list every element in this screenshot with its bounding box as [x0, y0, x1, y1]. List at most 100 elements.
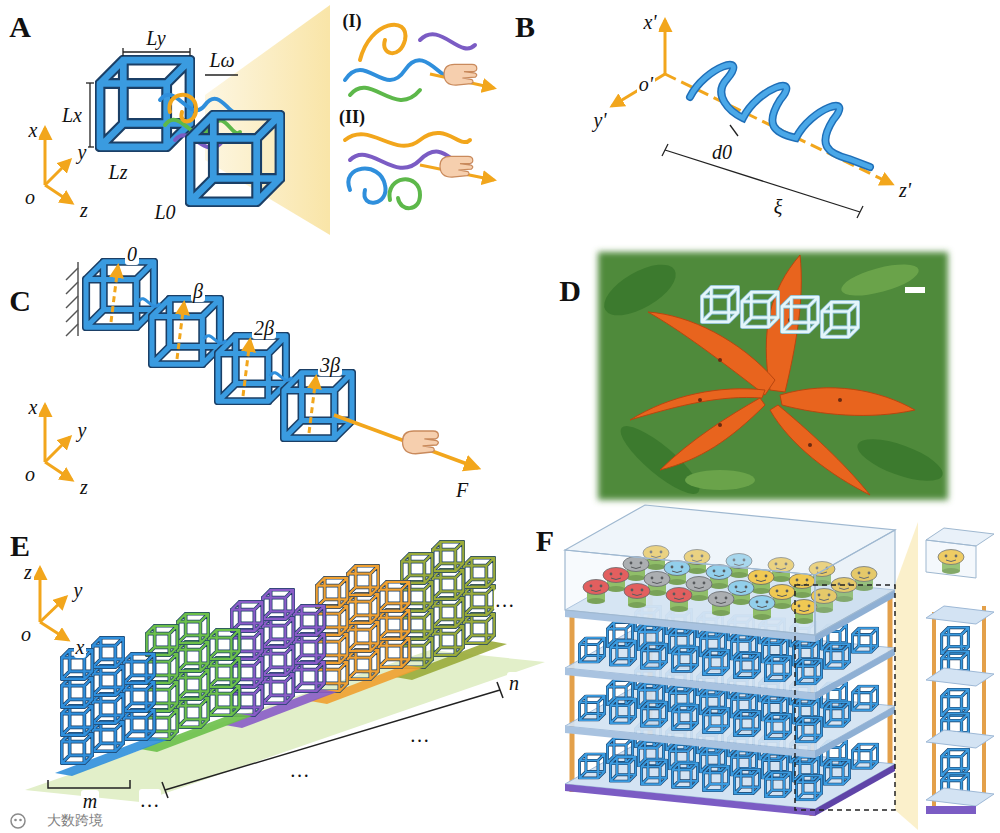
petal-spots — [838, 398, 842, 402]
count-brackets — [48, 682, 503, 798]
axes-e — [39, 568, 42, 622]
dimension-lines — [205, 74, 238, 75]
metamaterial-sample — [782, 297, 818, 332]
rotation-markers — [309, 377, 316, 433]
count-label: n — [507, 672, 521, 694]
panel-e-illustration — [25, 542, 545, 802]
axis-label: z' — [897, 179, 913, 201]
pull-arrows — [420, 74, 494, 180]
support-posts — [570, 610, 575, 792]
foliage — [853, 431, 948, 490]
column-group — [225, 590, 337, 728]
dimension-label: Ly — [144, 27, 167, 49]
helical-springs — [270, 373, 292, 381]
axes-c — [45, 462, 72, 480]
axis-label: y — [76, 141, 89, 163]
angle-label: 0 — [125, 243, 139, 265]
lily-flower — [770, 405, 870, 495]
dimension-label: Lω — [207, 49, 236, 71]
column-group — [55, 638, 167, 776]
watermark-logo — [14, 819, 17, 822]
metamaterial-sample — [822, 302, 858, 337]
panel-b-illustration — [612, 20, 892, 218]
metamaterial-sample — [702, 287, 738, 322]
unit-column-detail — [942, 690, 969, 716]
axis-label: z — [78, 476, 90, 498]
rotation-markers — [111, 266, 316, 433]
fixed-wall — [66, 268, 78, 280]
hand-icon — [440, 156, 473, 177]
panel-d-photo — [596, 252, 948, 503]
spring-detail — [348, 169, 385, 203]
helical-springs — [169, 95, 196, 122]
glass-cover — [565, 550, 815, 635]
ellipsis: … — [289, 759, 311, 781]
rotation-markers — [111, 266, 118, 322]
foliage — [685, 470, 755, 490]
angle-label: 2β — [252, 317, 276, 339]
unit-column-detail — [926, 540, 976, 578]
axes-e — [40, 568, 68, 640]
angle-label: 3β — [318, 354, 342, 376]
axes-e — [40, 622, 68, 640]
unit-column-detail — [926, 528, 994, 814]
axes-c — [44, 405, 47, 462]
rotation-markers — [243, 340, 250, 396]
lily-flower — [630, 255, 915, 495]
scale-bar — [905, 287, 925, 293]
panel-letter: A — [7, 10, 33, 43]
angle-label: β — [191, 280, 205, 302]
axis-label: o — [23, 463, 37, 485]
axes-c — [45, 405, 72, 480]
count-label: m — [81, 790, 99, 812]
axis-label: z — [78, 199, 90, 221]
petal-spots — [698, 398, 702, 402]
axes-a — [45, 128, 72, 203]
petal-spots — [718, 358, 722, 362]
unit-column-detail — [926, 606, 994, 624]
axis-label: y' — [591, 109, 608, 131]
ellipsis: … — [494, 589, 516, 611]
watermark-logo — [11, 814, 25, 828]
axes-b — [664, 20, 667, 74]
foliage — [613, 417, 708, 503]
dimension-lines — [122, 48, 123, 56]
rotation-markers — [177, 303, 184, 359]
petal-spots — [718, 423, 722, 427]
watermark-logo — [11, 814, 25, 828]
spring-detail — [420, 34, 475, 48]
hand-icon — [403, 431, 439, 454]
dimension-lines — [89, 83, 90, 147]
column-group — [395, 542, 507, 680]
dimension-label: Lx — [60, 104, 84, 126]
axes-b — [612, 20, 665, 106]
hand-icon — [444, 64, 477, 85]
cell-row — [579, 696, 821, 742]
count-brackets — [48, 780, 130, 788]
unit-column-detail — [932, 612, 936, 806]
panel-letter: E — [8, 529, 32, 562]
unit-column-detail — [942, 750, 969, 776]
axes-c — [45, 437, 70, 462]
spring-detail — [350, 88, 420, 100]
count-brackets — [162, 782, 168, 798]
dimension-label: ξ — [772, 196, 785, 218]
ellipsis: … — [409, 724, 431, 746]
layer-plate — [815, 706, 895, 758]
axis-label: x — [27, 119, 40, 141]
cell-row — [579, 638, 821, 684]
unit-column-detail — [926, 788, 994, 806]
helical-springs — [138, 299, 292, 381]
helix — [690, 65, 870, 167]
spring-detail — [360, 25, 405, 60]
petal-spots — [808, 443, 812, 447]
unit-column-detail — [982, 606, 986, 800]
axes-a — [44, 128, 47, 185]
fixed-wall — [66, 296, 78, 308]
fixed-wall — [66, 324, 78, 336]
layer-plate — [815, 648, 895, 700]
lily-flower — [660, 398, 765, 470]
dimension-lines — [665, 150, 860, 212]
